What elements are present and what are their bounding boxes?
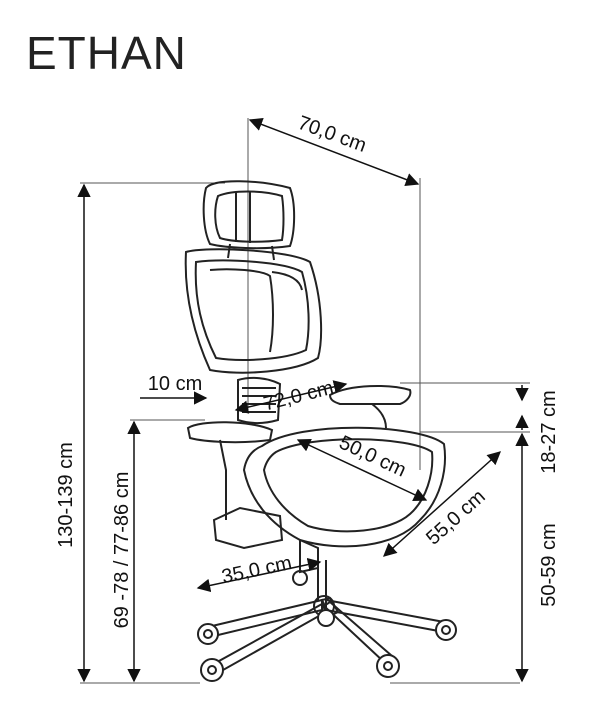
label-armrest-height: 69 -78 / 77-86 cm [111,472,133,629]
chair-headrest [202,180,296,261]
label-back-width: 72,0 cm [261,377,335,416]
label-seat-depth: 55,0 cm [422,486,490,550]
chair-base [208,595,445,676]
label-lumbar: 10 cm [148,373,202,395]
label-total-height: 130-139 cm [55,442,77,548]
base-radius-dim [196,557,322,593]
label-seat-height: 50-59 cm [538,523,560,606]
total-width-dim [248,118,420,186]
label-total-width: 70,0 cm [295,112,369,157]
chair-casters [197,609,457,682]
product-title: ETHAN [26,27,187,79]
seat-depth-dim [382,451,502,557]
label-base-radius: 35,0 cm [220,552,294,588]
dimension-arrows [77,118,529,683]
chair-backrest [184,248,323,374]
back-width-dim [234,380,348,414]
label-armrest-adjust: 18-27 cm [538,390,560,473]
